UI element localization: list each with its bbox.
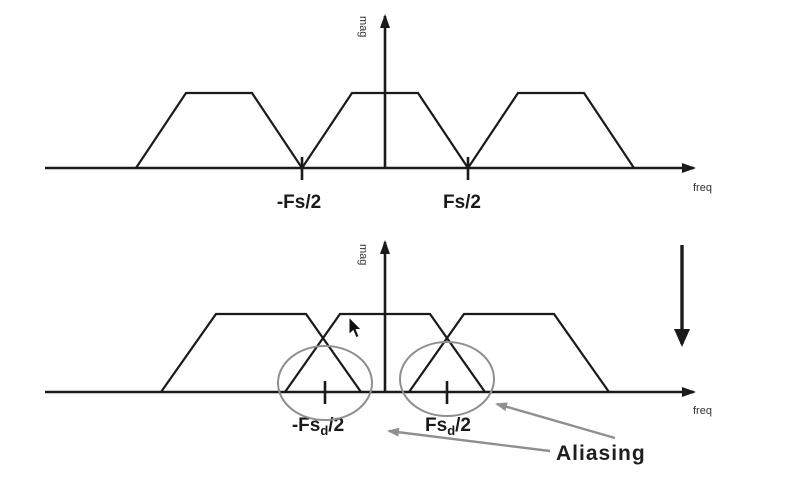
top-pos-fs2-label: Fs/2 — [443, 192, 481, 213]
top-mag-axis-label: mag — [357, 16, 369, 37]
neg-label-main: -Fs — [292, 415, 321, 436]
neg-label-subscript: d — [320, 423, 328, 438]
top-freq-axis-label: freq — [693, 182, 712, 194]
top-right-spectrum-trapezoid — [467, 91, 635, 169]
top-plot: mag freq -Fs/2 Fs/2 — [45, 14, 712, 213]
top-neg-fs2-label: -Fs/2 — [277, 192, 321, 213]
bottom-right-spectrum-trapezoid — [408, 312, 610, 393]
bottom-plot: mag freq -Fsd/2 Fsd/2 Aliasing — [45, 240, 712, 465]
top-center-spectrum-trapezoid — [301, 91, 469, 169]
mouse-cursor — [348, 315, 363, 339]
bottom-mag-axis-label: mag — [357, 244, 369, 265]
pos-label-subscript: d — [447, 423, 455, 438]
bottom-pos-fsd2-label: Fsd/2 — [425, 415, 471, 438]
top-left-spectrum-trapezoid — [135, 91, 303, 169]
aliasing-callout-arrow-lower — [387, 427, 551, 453]
pos-label-suffix: /2 — [455, 415, 471, 436]
aliasing-callout-arrow-upper — [495, 402, 616, 440]
bottom-center-spectrum-trapezoid — [284, 312, 486, 393]
bottom-freq-axis-label: freq — [693, 405, 712, 417]
bottom-left-spectrum-trapezoid — [160, 312, 362, 393]
aliasing-annotation-label: Aliasing — [556, 442, 646, 465]
left-aliasing-highlight-ellipse — [277, 345, 373, 421]
pos-label-main: Fs — [425, 415, 447, 436]
right-aliasing-highlight-ellipse — [399, 341, 495, 417]
